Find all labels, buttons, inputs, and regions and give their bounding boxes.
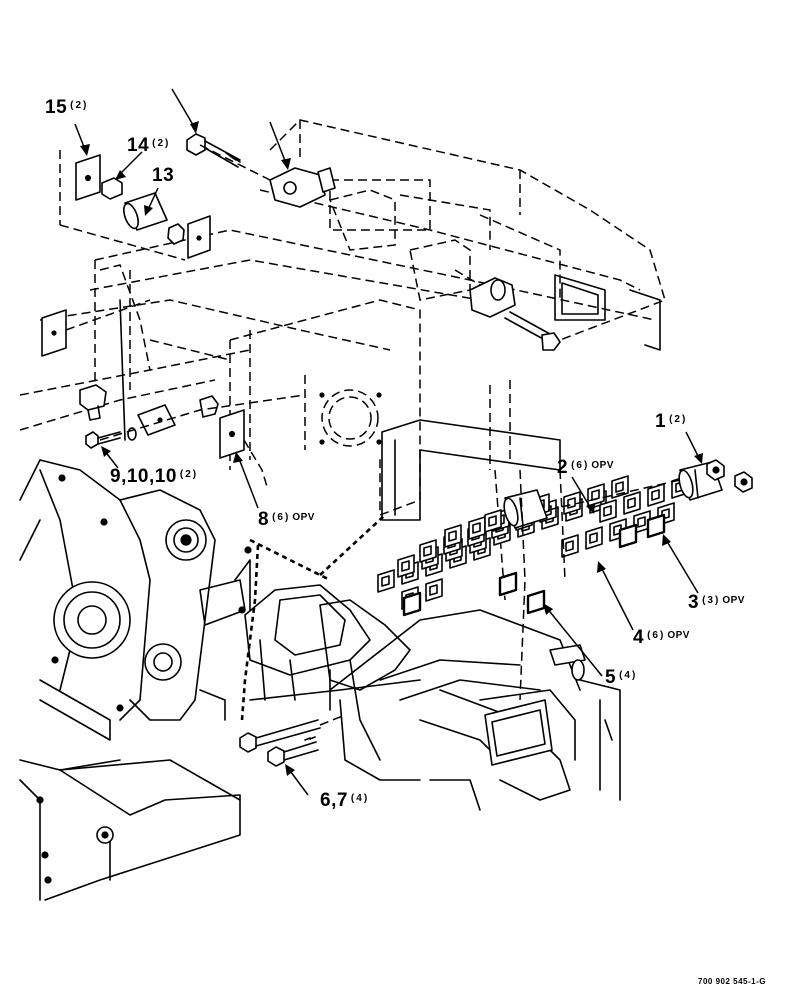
shim-plate-slot bbox=[401, 560, 410, 572]
shim-plate-slot bbox=[627, 497, 636, 509]
shim-plate-slot bbox=[381, 575, 390, 587]
shim-plate-slot bbox=[615, 481, 624, 493]
callout-quantity: (3) bbox=[702, 595, 721, 606]
shim-plate bbox=[526, 589, 546, 615]
callout-number: 9,10,10 bbox=[110, 466, 177, 487]
shim-plate-slot bbox=[565, 540, 574, 552]
callout-8: 8(6)OPV bbox=[258, 510, 315, 529]
callout-quantity: (6) bbox=[571, 460, 590, 471]
callout-opv: OPV bbox=[722, 595, 745, 606]
shim-plate bbox=[561, 534, 579, 558]
phantom-connectors bbox=[240, 469, 566, 721]
callout-2: 2(6)OPV bbox=[557, 458, 614, 477]
shim-plate-slot bbox=[651, 489, 660, 501]
callout-quantity: (2) bbox=[152, 138, 171, 149]
callout-15 bbox=[240, 106, 243, 125]
shim-plate bbox=[425, 578, 443, 602]
callout-number: 14 bbox=[127, 135, 150, 156]
callout-12: 14(2) bbox=[127, 136, 170, 155]
callout-13: 15(2) bbox=[45, 98, 90, 117]
callout-number: 5 bbox=[605, 667, 617, 688]
callout-quantity: (4) bbox=[350, 793, 370, 804]
shim-plate-slot bbox=[637, 516, 646, 528]
callout-9-10: 9,10,10(2) bbox=[110, 467, 198, 486]
shim-plate-slot bbox=[603, 505, 612, 517]
callout-opv: OPV bbox=[667, 630, 690, 641]
callout-1: 1(2) bbox=[655, 412, 687, 431]
shim-plate-slot bbox=[423, 545, 432, 557]
callout-quantity: (2) bbox=[669, 414, 688, 425]
shim-plate-slot bbox=[589, 532, 598, 544]
shim-plate-slot bbox=[488, 515, 497, 527]
drawing-number: 700 902 545-1-G bbox=[698, 977, 766, 986]
callout-number: 8 bbox=[258, 509, 270, 530]
callout-14 bbox=[147, 66, 150, 85]
shim-plate-slot bbox=[429, 584, 438, 596]
callout-opv: OPV bbox=[292, 512, 315, 523]
upper-frame bbox=[19, 119, 666, 431]
callout-6-7: 6,7(4) bbox=[320, 791, 369, 810]
shim-plate bbox=[585, 526, 603, 550]
upper-bolts bbox=[186, 133, 561, 351]
callout-number: 15 bbox=[45, 97, 68, 118]
callout-quantity: (2) bbox=[179, 469, 199, 480]
callout-number: 6,7 bbox=[320, 790, 348, 811]
shim-plate bbox=[611, 475, 629, 499]
callout-number: 13 bbox=[152, 165, 175, 186]
callout-quantity: (2) bbox=[70, 100, 89, 111]
long-bolts bbox=[239, 714, 346, 767]
shim-plate bbox=[402, 591, 422, 617]
shim-plate bbox=[498, 571, 518, 597]
shim-plate bbox=[618, 523, 638, 549]
callout-11: 13 bbox=[152, 166, 174, 185]
shim-plate bbox=[623, 491, 641, 515]
shim-plate bbox=[646, 513, 666, 539]
left-upper-assembly bbox=[41, 150, 231, 371]
shim-plate-slot bbox=[472, 522, 481, 534]
mounting-plate bbox=[229, 299, 561, 601]
shim-plate-slot bbox=[591, 489, 600, 501]
callout-opv: OPV bbox=[591, 460, 614, 471]
callout-5: 5(4) bbox=[605, 668, 637, 687]
callout-number: 2 bbox=[557, 457, 569, 478]
left-knob-assembly bbox=[79, 299, 306, 491]
guide-shoes bbox=[244, 584, 621, 811]
callout-number: 1 bbox=[655, 411, 667, 432]
right-spacer-nuts bbox=[503, 459, 753, 529]
left-casting bbox=[19, 459, 252, 741]
lower-left-housing bbox=[19, 759, 241, 901]
callout-4: 4(6)OPV bbox=[633, 628, 690, 647]
callout-quantity: (4) bbox=[619, 670, 638, 681]
shim-plate-slot bbox=[448, 530, 457, 542]
shim-plate bbox=[377, 569, 395, 593]
callout-number: 3 bbox=[688, 592, 700, 613]
callout-quantity: (6) bbox=[272, 512, 291, 523]
leader-lines bbox=[74, 88, 703, 796]
callout-number: 4 bbox=[633, 627, 645, 648]
callout-quantity: (6) bbox=[647, 630, 666, 641]
callout-3: 3(3)OPV bbox=[688, 593, 745, 612]
